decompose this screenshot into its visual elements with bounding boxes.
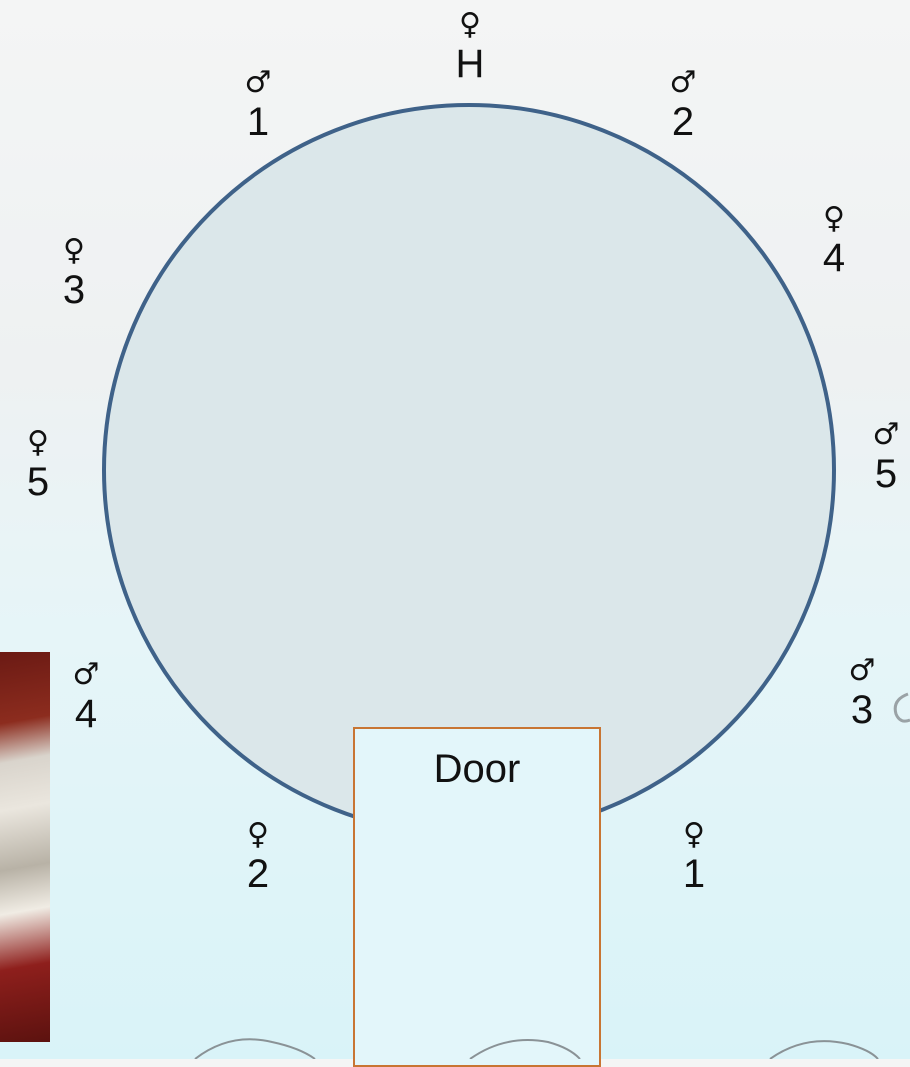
seat-right-5: ♂ 5 bbox=[862, 418, 910, 496]
male-icon: ♂ bbox=[228, 66, 288, 100]
male-icon: ♂ bbox=[862, 418, 910, 452]
seat-label: 4 bbox=[804, 236, 864, 280]
seat-label: 5 bbox=[862, 452, 910, 496]
swirl-decoration bbox=[888, 690, 910, 730]
seat-bottom-left-2: ♀ 2 bbox=[228, 818, 288, 896]
female-icon: ♀ bbox=[664, 818, 724, 852]
seat-label: 3 bbox=[44, 268, 104, 312]
female-icon: ♀ bbox=[8, 426, 68, 460]
seat-label: 2 bbox=[653, 100, 713, 144]
round-table bbox=[104, 105, 834, 835]
door-box: Door bbox=[353, 727, 601, 1067]
male-icon: ♂ bbox=[56, 658, 116, 692]
cloud-decoration bbox=[0, 1020, 910, 1059]
seat-label: 2 bbox=[228, 852, 288, 896]
female-icon: ♀ bbox=[44, 234, 104, 268]
seat-bottom-right-1: ♀ 1 bbox=[664, 818, 724, 896]
seat-label: H bbox=[440, 42, 500, 86]
seat-left-5: ♀ 5 bbox=[8, 426, 68, 504]
seat-right-4: ♀ 4 bbox=[804, 202, 864, 280]
seat-label: 4 bbox=[56, 692, 116, 736]
seat-label: 1 bbox=[228, 100, 288, 144]
seat-top-left-1: ♂ 1 bbox=[228, 66, 288, 144]
door-label: Door bbox=[355, 747, 599, 792]
seat-top-right-2: ♂ 2 bbox=[653, 66, 713, 144]
seat-label: 5 bbox=[8, 460, 68, 504]
seat-right-3: ♂ 3 bbox=[832, 654, 892, 732]
seat-label: 3 bbox=[832, 688, 892, 732]
seat-top-host: ♀ H bbox=[440, 8, 500, 86]
seat-left-4: ♂ 4 bbox=[56, 658, 116, 736]
male-icon: ♂ bbox=[832, 654, 892, 688]
female-icon: ♀ bbox=[804, 202, 864, 236]
seat-left-3: ♀ 3 bbox=[44, 234, 104, 312]
seat-label: 1 bbox=[664, 852, 724, 896]
male-icon: ♂ bbox=[653, 66, 713, 100]
female-icon: ♀ bbox=[440, 8, 500, 42]
female-icon: ♀ bbox=[228, 818, 288, 852]
dining-table-photo bbox=[0, 652, 50, 1042]
